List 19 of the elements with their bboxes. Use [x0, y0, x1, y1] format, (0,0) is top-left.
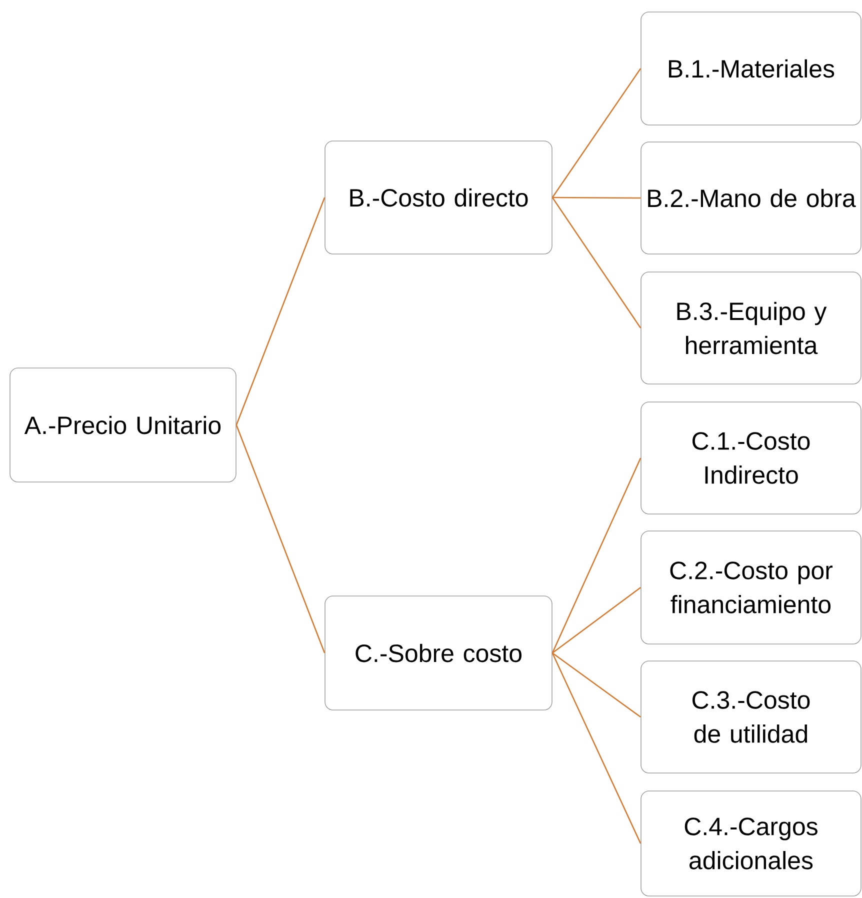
- tree-box: B.-Costo directo: [324, 140, 552, 254]
- tree-box: C.1.-Costo Indirecto: [640, 402, 862, 514]
- connector-line: [552, 652, 642, 844]
- connector-line: [552, 68, 642, 198]
- tree-box: C.3.-Costo de utilidad: [640, 660, 862, 774]
- tree-box: B.2.-Mano de obra: [640, 142, 862, 254]
- connector-line: [552, 586, 641, 654]
- tree-box: C.2.-Costo por financiamiento: [640, 530, 862, 644]
- connector-line: [236, 424, 326, 654]
- connector-line: [552, 196, 641, 199]
- tree-box: B.1.-Materiales: [640, 12, 862, 126]
- connector-line: [552, 652, 641, 718]
- tree-box: C.-Sobre costo: [324, 596, 552, 710]
- connector-line: [552, 197, 642, 328]
- tree-box: C.4.-Cargos adicionales: [640, 790, 862, 896]
- connector-line: [552, 458, 642, 654]
- tree-box: A.-Precio Unitario: [10, 368, 236, 482]
- connector-line: [236, 197, 326, 426]
- tree-box: B.3.-Equipo y herramienta: [640, 272, 862, 384]
